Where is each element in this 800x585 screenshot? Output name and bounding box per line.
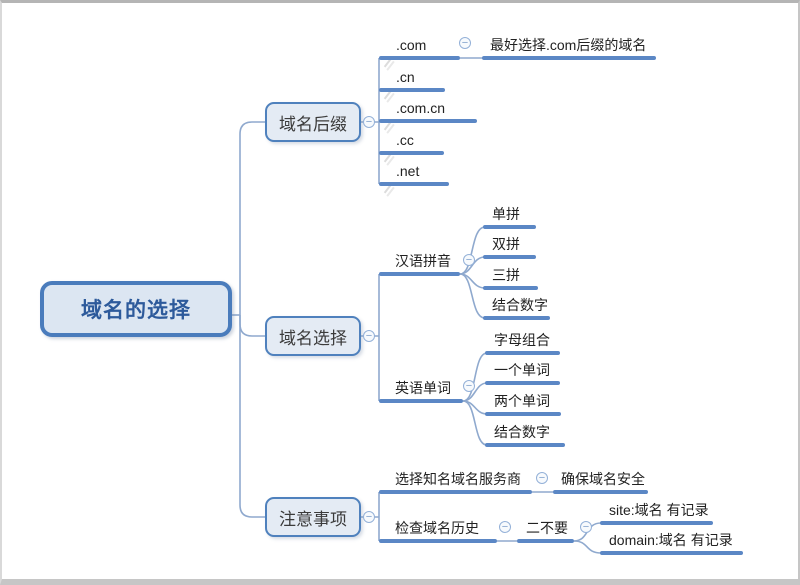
topic-english-words[interactable]: 英语单词	[379, 380, 463, 403]
topic-underline	[379, 88, 445, 92]
branch-label: 域名选择	[279, 328, 347, 348]
topic-underline	[379, 56, 460, 60]
topic-cc[interactable]: .cc	[379, 132, 444, 163]
topic-underline	[483, 255, 536, 259]
root-topic[interactable]: 域名的选择	[40, 281, 232, 337]
topic-ensure-safety[interactable]: 确保域名安全	[553, 471, 648, 494]
topic-com-cn[interactable]: .com.cn	[379, 100, 477, 131]
topic-com[interactable]: .com	[379, 37, 460, 68]
connector-root-to-branch1	[239, 121, 265, 315]
topic-check-history[interactable]: 检查域名历史	[379, 520, 497, 543]
collapse-minus-icon[interactable]: −	[363, 116, 375, 128]
topic-underline	[485, 351, 560, 355]
topic-underline	[485, 381, 560, 385]
connector-root-to-branch3	[239, 315, 265, 518]
topic-underline	[379, 539, 497, 543]
topic-underline	[379, 272, 460, 276]
connector-donts-fan-2	[573, 540, 602, 554]
collapse-minus-icon[interactable]: −	[499, 521, 511, 533]
topic-english-with-numbers[interactable]: 结合数字	[485, 424, 565, 447]
collapse-minus-icon[interactable]: −	[459, 37, 471, 49]
connector-english-fan-4	[462, 400, 488, 446]
topic-two-donts[interactable]: 二不要	[517, 520, 574, 543]
topic-letter-combo[interactable]: 字母组合	[485, 332, 560, 355]
root-topic-label: 域名的选择	[81, 299, 191, 322]
topic-underline	[483, 286, 538, 290]
connector-english-fan-3	[462, 400, 488, 415]
topic-underline	[517, 539, 574, 543]
topic-underline	[485, 443, 565, 447]
topic-underline	[379, 182, 449, 186]
connector-root-to-branch2	[239, 315, 265, 337]
topic-underline	[483, 225, 536, 229]
topic-underline	[379, 119, 477, 123]
connector-pinyin-fan-3	[459, 273, 486, 289]
topic-domain-record[interactable]: domain:域名 有记录	[600, 532, 743, 555]
connector-pinyin-fan-1	[459, 226, 486, 275]
collapse-minus-icon[interactable]: −	[580, 521, 592, 533]
topic-underline	[379, 151, 444, 155]
branch-domain-suffix[interactable]: 域名后缀	[265, 102, 361, 142]
topic-known-provider[interactable]: 选择知名域名服务商	[379, 471, 532, 494]
topic-underline	[379, 399, 463, 403]
topic-site-record[interactable]: site:域名 有记录	[600, 502, 713, 525]
topic-net[interactable]: .net	[379, 163, 449, 194]
topic-two-words[interactable]: 两个单词	[485, 393, 561, 416]
collapse-minus-icon[interactable]: −	[463, 254, 475, 266]
collapse-minus-icon[interactable]: −	[363, 511, 375, 523]
topic-underline	[485, 412, 561, 416]
topic-cn[interactable]: .cn	[379, 69, 445, 100]
branch-notes[interactable]: 注意事项	[265, 497, 361, 537]
branch-domain-choice[interactable]: 域名选择	[265, 316, 361, 356]
topic-underline	[600, 521, 713, 525]
topic-com-note[interactable]: 最好选择.com后缀的域名	[482, 37, 656, 60]
collapse-minus-icon[interactable]: −	[363, 330, 375, 342]
collapse-minus-icon[interactable]: −	[536, 472, 548, 484]
topic-single-pinyin[interactable]: 单拼	[483, 206, 536, 229]
topic-underline	[379, 490, 532, 494]
topic-underline	[600, 551, 743, 555]
collapse-minus-icon[interactable]: −	[463, 380, 475, 392]
connector-english-fan-1	[462, 352, 488, 402]
branch-label: 注意事项	[279, 509, 347, 529]
topic-one-word[interactable]: 一个单词	[485, 362, 560, 385]
connector-pinyin-fan-4	[459, 273, 486, 319]
topic-double-pinyin[interactable]: 双拼	[483, 236, 536, 259]
topic-triple-pinyin[interactable]: 三拼	[483, 267, 538, 290]
topic-underline	[483, 316, 550, 320]
topic-underline	[553, 490, 648, 494]
topic-pinyin-with-numbers[interactable]: 结合数字	[483, 297, 550, 320]
branch-label: 域名后缀	[279, 114, 347, 134]
topic-underline	[482, 56, 656, 60]
topic-chinese-pinyin[interactable]: 汉语拼音	[379, 253, 460, 276]
